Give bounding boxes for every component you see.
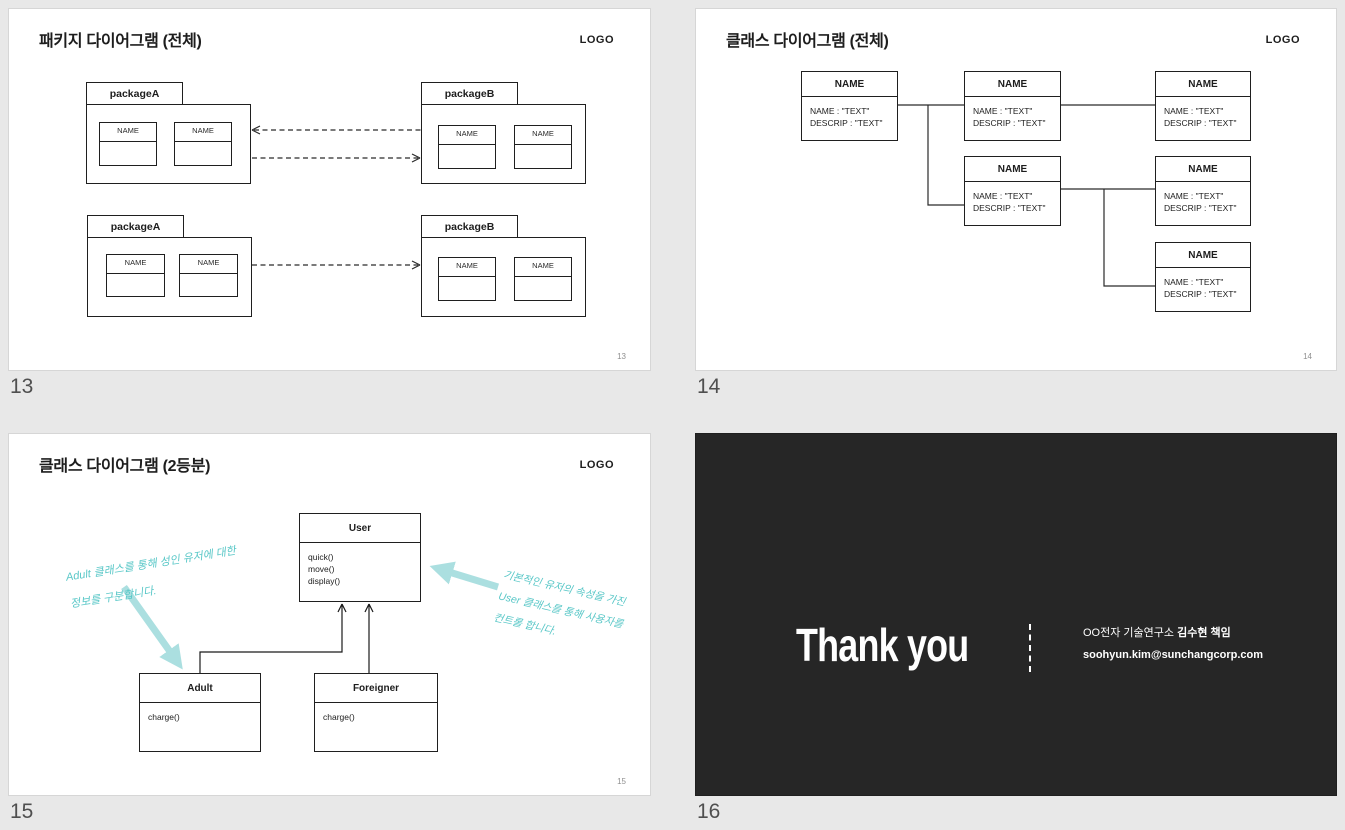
package-a-body: NAME NAME bbox=[86, 104, 251, 184]
foreigner-class-box: Foreigner charge() bbox=[314, 673, 438, 752]
class-name-label: NAME bbox=[1156, 243, 1250, 268]
class-name-label: NAME bbox=[802, 72, 897, 97]
class-attribute: NAME : "TEXT" bbox=[1164, 277, 1224, 287]
class-attribute: NAME : "TEXT" bbox=[1164, 106, 1224, 116]
class-box: NAME bbox=[514, 125, 572, 169]
class-name-label: NAME bbox=[965, 157, 1060, 182]
class-box: NAME bbox=[99, 122, 157, 166]
class-name-label: NAME bbox=[1156, 157, 1250, 182]
contact-email: soohyun.kim@sunchangcorp.com bbox=[1083, 649, 1264, 661]
handwritten-note-right: 기본적인 유저의 속성을 가진 User 클래스를 통해 사용자를 컨트롤 합니… bbox=[492, 568, 627, 638]
slide-16-thumbnail[interactable]: Thank you OO전자 기술연구소 김수현 책임 soohyun.kim@… bbox=[695, 433, 1337, 796]
package-b-body: NAME NAME bbox=[421, 104, 586, 184]
class-name-label: NAME bbox=[175, 123, 231, 142]
class-attribute: DESCRIP : "TEXT" bbox=[973, 203, 1046, 213]
class-attribute: DESCRIP : "TEXT" bbox=[1164, 203, 1237, 213]
class-box: NAME NAME : "TEXT" DESCRIP : "TEXT" bbox=[964, 71, 1061, 141]
class-attribute: DESCRIP : "TEXT" bbox=[1164, 289, 1237, 299]
class-box: NAME NAME : "TEXT" DESCRIP : "TEXT" bbox=[801, 71, 898, 141]
class-box: NAME bbox=[106, 254, 165, 297]
class-name-label: NAME bbox=[515, 258, 571, 277]
package-b-tab: packageB bbox=[421, 82, 518, 105]
class-box: NAME NAME : "TEXT" DESCRIP : "TEXT" bbox=[1155, 71, 1251, 141]
class-method: quick() bbox=[308, 552, 334, 562]
slide-13-thumbnail[interactable]: 패키지 다이어그램 (전체) LOGO packageA NAME NAME p… bbox=[8, 8, 651, 371]
adult-class-box: Adult charge() bbox=[139, 673, 261, 752]
class-box: NAME NAME : "TEXT" DESCRIP : "TEXT" bbox=[1155, 242, 1251, 312]
slide-13-caption: 13 bbox=[10, 375, 34, 398]
logo-text: LOGO bbox=[579, 34, 614, 46]
slide-page-number: 15 bbox=[617, 777, 626, 786]
class-name-label: NAME bbox=[1156, 72, 1250, 97]
slide-15-thumbnail[interactable]: 클래스 다이어그램 (2등분) LOGO User quick() move()… bbox=[8, 433, 651, 796]
class-box: NAME NAME : "TEXT" DESCRIP : "TEXT" bbox=[964, 156, 1061, 226]
contact-org: OO전자 기술연구소 bbox=[1083, 627, 1178, 639]
class-attribute: DESCRIP : "TEXT" bbox=[810, 118, 883, 128]
class-attribute: NAME : "TEXT" bbox=[973, 106, 1033, 116]
class-method: charge() bbox=[323, 712, 355, 722]
dashed-divider bbox=[1029, 624, 1031, 672]
class-box: NAME NAME : "TEXT" DESCRIP : "TEXT" bbox=[1155, 156, 1251, 226]
class-box: NAME bbox=[438, 125, 496, 169]
teal-arrow-to-user bbox=[429, 561, 500, 591]
class-name-label: NAME bbox=[515, 126, 571, 145]
class-box: NAME bbox=[514, 257, 572, 301]
class-name-label: Adult bbox=[140, 674, 260, 703]
class-attribute: NAME : "TEXT" bbox=[810, 106, 870, 116]
class-attribute: NAME : "TEXT" bbox=[973, 191, 1033, 201]
slide-page-number: 13 bbox=[617, 352, 626, 361]
slide-16-caption: 16 bbox=[697, 800, 721, 823]
slide-15-caption: 15 bbox=[10, 800, 34, 823]
class-method: display() bbox=[308, 576, 341, 586]
package-a-body: NAME NAME bbox=[87, 237, 252, 317]
handwritten-note-left: Adult 클래스를 통해 성인 유저에 대한 정보를 구분합니다. bbox=[65, 545, 237, 611]
logo-text: LOGO bbox=[579, 459, 614, 471]
package-b-tab: packageB bbox=[421, 215, 518, 238]
class-name-label: NAME bbox=[965, 72, 1060, 97]
class-name-label: NAME bbox=[180, 255, 237, 274]
contact-line: OO전자 기술연구소 김수현 책임 bbox=[1083, 626, 1263, 640]
slide-page-number: 14 bbox=[1303, 352, 1312, 361]
class-name-label: User bbox=[300, 514, 420, 543]
thank-you-text: Thank you bbox=[796, 619, 969, 671]
class-method: move() bbox=[308, 564, 335, 574]
package-b-body: NAME NAME bbox=[421, 237, 586, 317]
slide-title: 클래스 다이어그램 (전체) bbox=[726, 33, 889, 50]
class-name-label: NAME bbox=[100, 123, 156, 142]
contact-name: 김수현 책임 bbox=[1177, 627, 1231, 639]
contact-block: OO전자 기술연구소 김수현 책임 soohyun.kim@sunchangco… bbox=[1083, 626, 1263, 662]
slide-title: 클래스 다이어그램 (2등분) bbox=[39, 458, 211, 475]
class-name-label: Foreigner bbox=[315, 674, 437, 703]
slide-title: 패키지 다이어그램 (전체) bbox=[39, 33, 202, 50]
package-dependency-arrows bbox=[251, 125, 421, 270]
package-a-tab: packageA bbox=[86, 82, 183, 105]
class-name-label: NAME bbox=[439, 126, 495, 145]
slide-14-thumbnail[interactable]: 클래스 다이어그램 (전체) LOGO NAME NAME : "TEXT" DE… bbox=[695, 8, 1337, 371]
class-box: NAME bbox=[174, 122, 232, 166]
class-name-label: NAME bbox=[439, 258, 495, 277]
logo-text: LOGO bbox=[1265, 34, 1300, 46]
class-box: NAME bbox=[438, 257, 496, 301]
class-name-label: NAME bbox=[107, 255, 164, 274]
class-attribute: NAME : "TEXT" bbox=[1164, 191, 1224, 201]
user-class-box: User quick() move() display() bbox=[299, 513, 421, 602]
slide-14-caption: 14 bbox=[697, 375, 721, 398]
class-attribute: DESCRIP : "TEXT" bbox=[973, 118, 1046, 128]
class-method: charge() bbox=[148, 712, 180, 722]
class-box: NAME bbox=[179, 254, 238, 297]
class-attribute: DESCRIP : "TEXT" bbox=[1164, 118, 1237, 128]
package-a-tab: packageA bbox=[87, 215, 184, 238]
